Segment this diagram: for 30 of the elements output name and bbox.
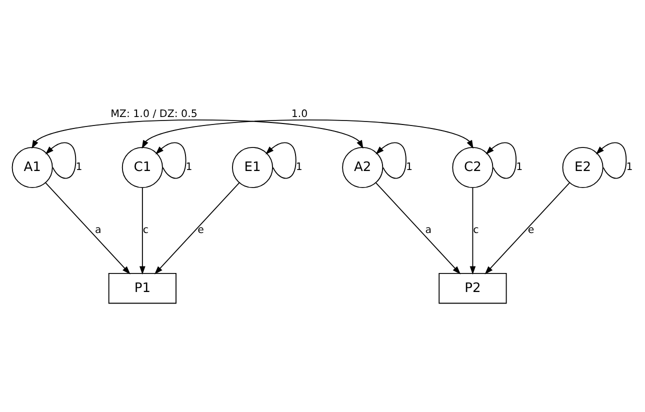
edge-label: e bbox=[198, 224, 204, 236]
edge-label: 1 bbox=[516, 161, 523, 174]
arrow bbox=[32, 119, 364, 149]
edge-label: a bbox=[94, 224, 102, 236]
edge-label: 1 bbox=[296, 161, 302, 174]
node-box: P1 bbox=[108, 272, 176, 304]
edge-label: 1 bbox=[76, 161, 82, 174]
edge-label: 1 bbox=[186, 161, 192, 174]
arrow bbox=[139, 187, 146, 275]
edge-label: a bbox=[425, 224, 432, 236]
arrow bbox=[596, 142, 627, 179]
edge-label: e bbox=[528, 224, 534, 236]
arrow bbox=[376, 142, 406, 179]
arrow bbox=[155, 142, 186, 179]
arrow bbox=[470, 187, 476, 275]
arrow bbox=[484, 182, 570, 274]
edge-label: c bbox=[142, 224, 149, 236]
edge-label: MZ: 1.0 / DZ: 0.5 bbox=[110, 108, 198, 120]
edge-label: 1 bbox=[626, 161, 633, 174]
arrow bbox=[154, 182, 240, 274]
edge-label: 1.0 bbox=[291, 108, 308, 120]
arrow bbox=[142, 119, 474, 149]
edge-label: c bbox=[473, 224, 479, 236]
arrow bbox=[45, 142, 76, 179]
arrow bbox=[375, 182, 461, 274]
arrow bbox=[486, 142, 517, 179]
edge-label: 1 bbox=[406, 161, 413, 174]
node-box: P2 bbox=[438, 272, 507, 304]
arrow bbox=[266, 142, 296, 179]
arrow bbox=[45, 182, 130, 274]
